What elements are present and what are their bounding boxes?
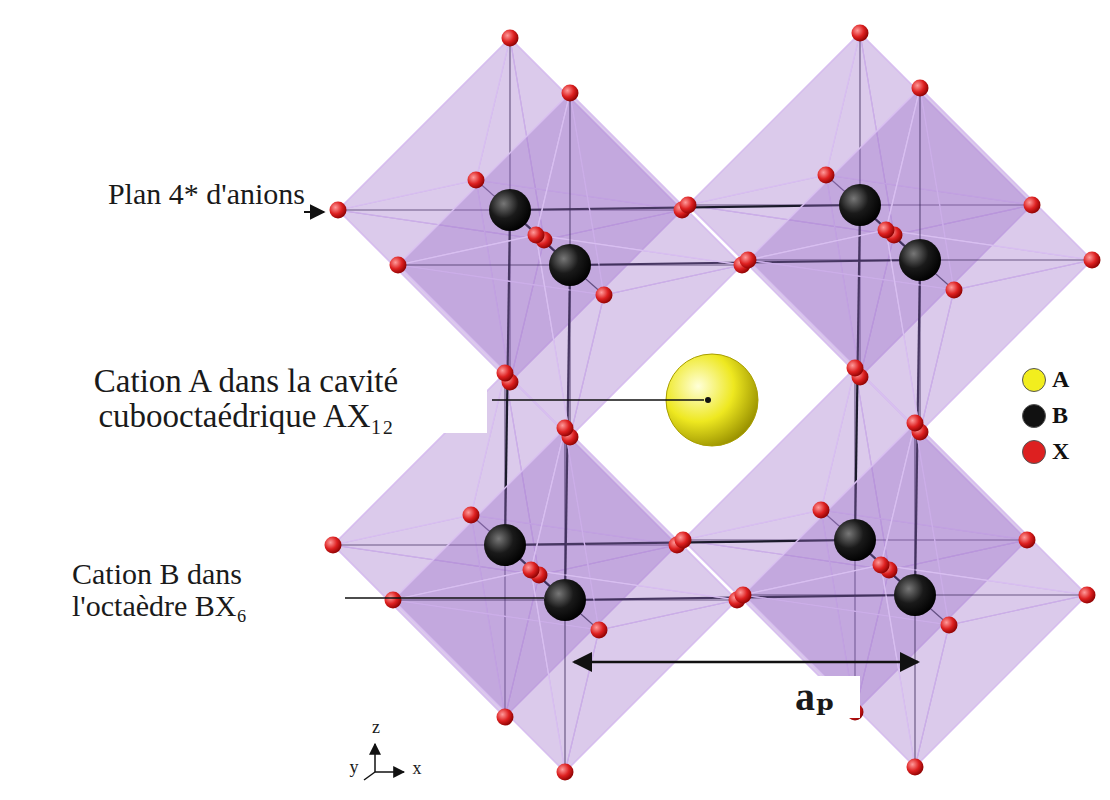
octahedron-face [393,428,565,600]
legend-swatch [1022,440,1046,464]
cation-a-center [705,397,711,403]
leader-line [345,597,544,599]
anion-x-sphere [1084,252,1101,269]
anion-x-sphere [813,502,830,519]
dimension-label: aₚ [770,676,860,718]
axis-label: x [409,759,425,778]
anion-x-sphere [523,562,540,579]
cation-b-sphere [549,244,591,286]
axis-label: z [368,718,384,737]
dimension-arrow [574,661,918,664]
anion-x-sphere [873,557,890,574]
anion-x-sphere [463,507,480,524]
callout-label: Cation B dans l'octaèdre BX₆ [72,558,340,621]
legend-swatch [1022,404,1046,428]
cation-b-atoms [484,184,941,621]
cation-b-sphere [839,184,881,226]
anion-x-sphere [946,282,963,299]
anion-x-sphere [562,85,579,102]
octahedron [748,88,1092,432]
anion-x-sphere [591,622,608,639]
cation-b-sphere [834,519,876,561]
cation-b-sphere [544,579,586,621]
legend-swatch [1022,368,1046,392]
cube-frame [505,205,920,600]
anion-x-sphere [878,222,895,239]
anion-x-sphere [596,287,613,304]
anion-x-sphere [330,202,347,219]
octahedron-face [743,423,915,595]
anion-x-sphere [907,759,924,776]
anion-x-sphere [557,764,574,781]
legend-text: X [1052,438,1069,465]
anion-x-sphere [325,537,342,554]
callout-label: Plan 4* d'anions [100,178,305,210]
anion-x-sphere [468,172,485,189]
anion-x-sphere [680,197,697,214]
anion-x-sphere [941,617,958,634]
leader-arrow [304,211,324,213]
axis-y [364,772,375,780]
axis-label: y [346,758,362,777]
anion-x-sphere [852,25,869,42]
legend-text: B [1052,402,1068,429]
legend-text: A [1052,366,1069,393]
octahedron-face [748,88,920,260]
leader-line [492,399,704,401]
legend-entry: X [1022,438,1069,465]
anion-x-sphere [818,167,835,184]
anion-x-sphere [390,257,407,274]
anion-x-sphere [528,227,545,244]
callout-label: Cation A dans la cavité cubooctaédrique … [5,364,487,433]
octahedron [393,428,737,772]
anion-x-sphere [385,592,402,609]
anion-x-sphere [907,415,924,432]
anion-x-sphere [740,252,757,269]
anion-x-sphere [1024,197,1041,214]
cation-b-sphere [489,189,531,231]
anion-x-sphere [497,709,514,726]
anion-x-sphere [497,365,514,382]
anion-x-sphere [912,80,929,97]
anion-x-sphere [1079,587,1096,604]
anion-x-sphere [557,420,574,437]
anion-x-sphere [675,532,692,549]
cation-b-sphere [894,574,936,616]
anion-x-sphere [502,30,519,47]
anion-x-sphere [847,360,864,377]
anion-x-sphere [735,587,752,604]
front-octahedra [393,88,1092,772]
anion-x-sphere [1019,532,1036,549]
axis-z [374,744,376,772]
legend-entry: A [1022,366,1069,393]
legend-entry: B [1022,402,1068,429]
cation-b-sphere [899,239,941,281]
cation-b-sphere [484,524,526,566]
octahedron-face [398,93,570,265]
octahedron [743,423,1087,767]
axis-x [375,771,404,773]
